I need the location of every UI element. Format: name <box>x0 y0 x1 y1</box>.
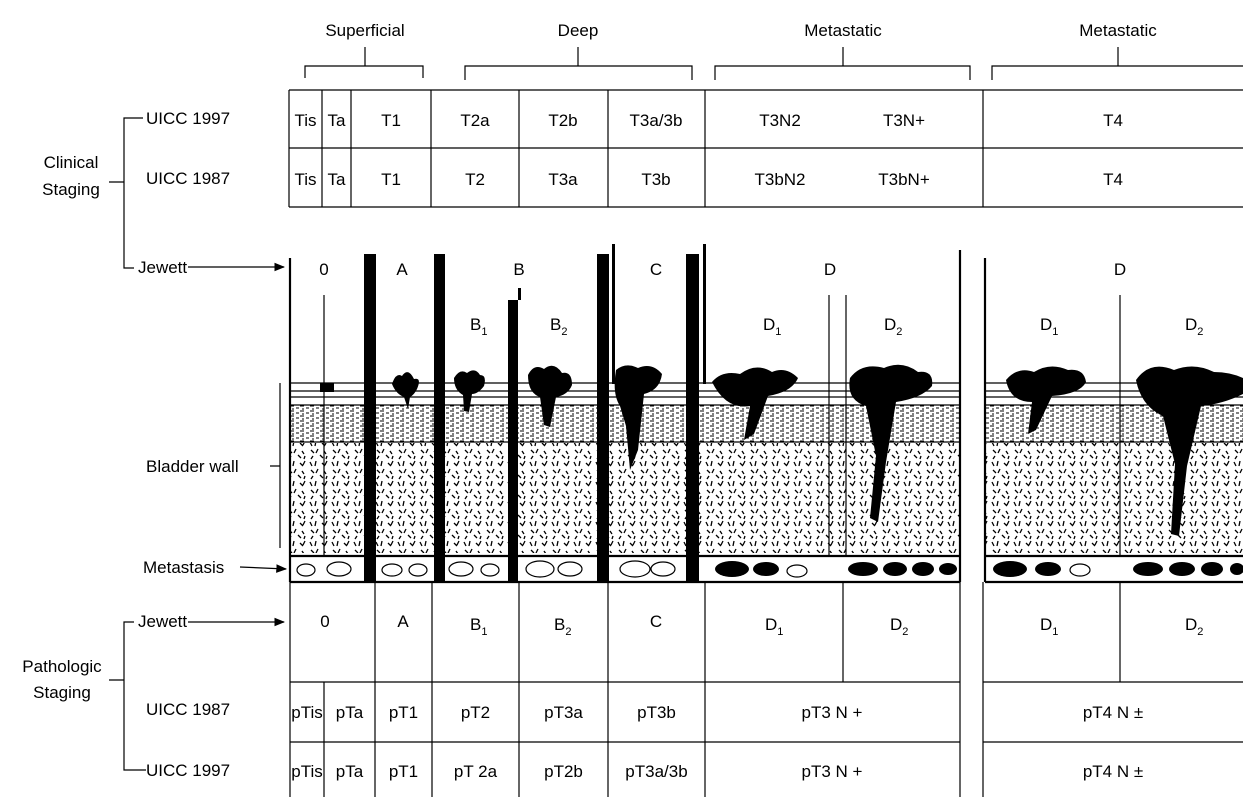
jewett-sub-d1-b: D1 <box>1040 315 1058 338</box>
path-jewett-b2: B2 <box>554 615 571 638</box>
clinical-1987-t3bn2: T3bN2 <box>754 170 805 189</box>
path-1987-pt1: pT1 <box>389 703 418 722</box>
bracket-deep <box>464 47 693 80</box>
clinical-1987-t1: T1 <box>381 170 401 189</box>
jewett-sub-b1: B1 <box>470 315 487 338</box>
clinical-1987-t3b: T3b <box>641 170 670 189</box>
path-jewett-a: A <box>397 612 409 631</box>
clinical-1987-t3a: T3a <box>548 170 578 189</box>
path-1987-pt3n: pT3 N + <box>802 703 863 722</box>
path-1997-pt4n: pT4 N ± <box>1083 762 1143 781</box>
label-metastasis: Metastasis <box>143 558 224 577</box>
path-1997-ptis: pTis <box>291 762 323 781</box>
path-1987-pta: pTa <box>336 703 364 722</box>
clinical-1987-ta: Ta <box>328 170 347 189</box>
arrow-metastasis <box>239 564 288 573</box>
jewett-top-d-1: D <box>824 260 836 279</box>
label-uicc-1987-pathologic: UICC 1987 <box>146 700 230 719</box>
clinical-1997-t3nplus: T3N+ <box>883 111 925 130</box>
clinical-1997-ta: Ta <box>328 111 347 130</box>
path-jewett-b1: B1 <box>470 615 487 638</box>
bladder-wall-bracket <box>270 383 281 548</box>
jewett-sub-d2-b: D2 <box>1185 315 1203 338</box>
clinical-1997-t2a: T2a <box>460 111 490 130</box>
pathologic-table <box>289 582 1243 797</box>
clinical-1997-tis: Tis <box>294 111 316 130</box>
label-pathologic-staging-line2: Staging <box>33 683 91 702</box>
bracket-superficial <box>304 47 424 78</box>
label-pathologic-staging-line1: Pathologic <box>22 657 102 676</box>
label-uicc-1997-clinical: UICC 1997 <box>146 109 230 128</box>
path-1987-pt4n: pT4 N ± <box>1083 703 1143 722</box>
jewett-top-b: B <box>513 260 524 279</box>
path-1997-pt3a3b: pT3a/3b <box>625 762 687 781</box>
path-1987-ptis: pTis <box>291 703 323 722</box>
bladder-wall-illustration <box>288 244 1243 584</box>
path-1997-pt2a: pT 2a <box>454 762 498 781</box>
label-uicc-1987-clinical: UICC 1987 <box>146 169 230 188</box>
path-jewett-c: C <box>650 612 662 631</box>
clinical-1997-t3a3b: T3a/3b <box>630 111 683 130</box>
path-jewett-0: 0 <box>320 612 329 631</box>
path-jewett-d2-a: D2 <box>890 615 908 638</box>
clinical-1987-tis: Tis <box>294 170 316 189</box>
label-clinical-staging-line1: Clinical <box>44 153 99 172</box>
path-1997-pta: pTa <box>336 762 364 781</box>
header-deep: Deep <box>558 21 599 40</box>
jewett-sub-d1-a: D1 <box>763 315 781 338</box>
clinical-1987-t4: T4 <box>1103 170 1123 189</box>
jewett-top-d-2: D <box>1114 260 1126 279</box>
path-jewett-d2-b: D2 <box>1185 615 1203 638</box>
path-1997-pt3n: pT3 N + <box>802 762 863 781</box>
jewett-sub-d2-a: D2 <box>884 315 902 338</box>
jewett-sub-b2: B2 <box>550 315 567 338</box>
jewett-top-c: C <box>650 260 662 279</box>
path-1997-pt2b: pT2b <box>544 762 583 781</box>
label-jewett-clinical: Jewett <box>138 258 187 277</box>
bracket-metastatic-1 <box>714 47 971 80</box>
bracket-pathologic <box>109 621 146 771</box>
path-jewett-d1-a: D1 <box>765 615 783 638</box>
clinical-1997-t2b: T2b <box>548 111 577 130</box>
jewett-top-0: 0 <box>319 260 328 279</box>
path-1987-pt2: pT2 <box>461 703 490 722</box>
clinical-1997-t1: T1 <box>381 111 401 130</box>
clinical-1987-t3bnplus: T3bN+ <box>878 170 930 189</box>
clinical-1997-t4: T4 <box>1103 111 1123 130</box>
header-superficial: Superficial <box>325 21 404 40</box>
bracket-clinical <box>109 117 143 269</box>
label-uicc-1997-pathologic: UICC 1997 <box>146 761 230 780</box>
clinical-table <box>288 89 1243 208</box>
label-bladder-wall: Bladder wall <box>146 457 239 476</box>
header-metastatic-1: Metastatic <box>804 21 882 40</box>
clinical-1987-t2: T2 <box>465 170 485 189</box>
header-metastatic-2: Metastatic <box>1079 21 1157 40</box>
path-1987-pt3a: pT3a <box>544 703 583 722</box>
label-clinical-staging-line2: Staging <box>42 180 100 199</box>
label-jewett-pathologic: Jewett <box>138 612 187 631</box>
path-1987-pt3b: pT3b <box>637 703 676 722</box>
path-jewett-d1-b: D1 <box>1040 615 1058 638</box>
bracket-metastatic-2 <box>991 47 1243 80</box>
path-1997-pt1: pT1 <box>389 762 418 781</box>
jewett-top-a: A <box>396 260 408 279</box>
clinical-1997-t3n2: T3N2 <box>759 111 801 130</box>
